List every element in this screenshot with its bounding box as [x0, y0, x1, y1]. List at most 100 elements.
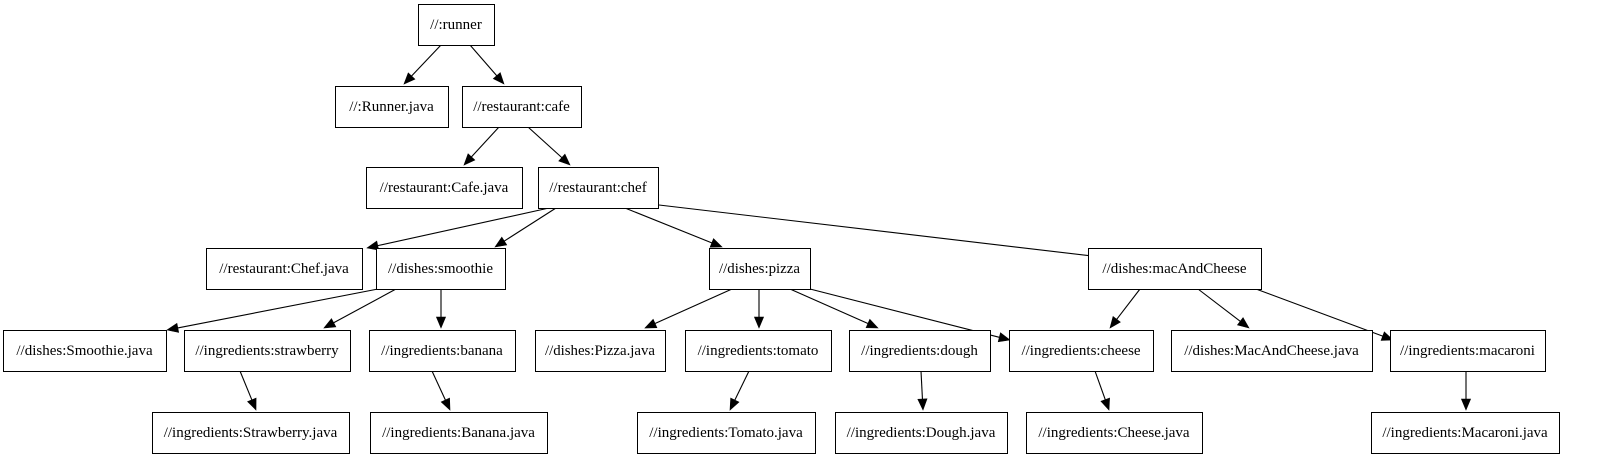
- node-box[interactable]: [418, 4, 495, 46]
- node-box[interactable]: [685, 330, 832, 372]
- node-label: //dishes:MacAndCheese.java: [1184, 343, 1359, 359]
- graph-node-macaroni_java[interactable]: //ingredients:Macaroni.java: [1371, 412, 1560, 454]
- node-box[interactable]: [369, 330, 516, 372]
- graph-edge: [239, 370, 257, 411]
- graph-edge: [435, 289, 447, 329]
- graph-node-smoothie_java[interactable]: //dishes:Smoothie.java: [3, 330, 167, 372]
- graph-node-ing_tomato[interactable]: //ingredients:tomato: [685, 330, 832, 372]
- node-label: //ingredients:Strawberry.java: [164, 425, 338, 441]
- arrowhead-icon: [917, 398, 928, 411]
- arrowhead-icon: [463, 153, 476, 166]
- node-label: //ingredients:banana: [381, 343, 503, 359]
- node-box[interactable]: [206, 248, 363, 290]
- node-box[interactable]: [335, 86, 449, 128]
- node-box[interactable]: [370, 412, 548, 454]
- node-box[interactable]: [535, 330, 666, 372]
- node-box[interactable]: [366, 167, 523, 209]
- graph-node-ing_macaroni[interactable]: //ingredients:macaroni: [1390, 330, 1546, 372]
- node-label: //restaurant:chef: [549, 180, 646, 196]
- edge-line: [789, 288, 869, 325]
- graph-node-chef_java[interactable]: //restaurant:Chef.java: [206, 248, 363, 290]
- edge-line: [654, 288, 733, 325]
- edge-line: [1255, 288, 1383, 337]
- node-label: //ingredients:Dough.java: [847, 425, 996, 441]
- graph-node-cheese_java[interactable]: //ingredients:Cheese.java: [1026, 412, 1203, 454]
- arrowhead-icon: [1236, 317, 1250, 329]
- graph-node-runner[interactable]: //:runner: [418, 4, 495, 46]
- graph-edge: [403, 44, 442, 85]
- node-box[interactable]: [637, 412, 816, 454]
- graph-node-ing_strawberry[interactable]: //ingredients:strawberry: [184, 330, 351, 372]
- edge-line: [920, 370, 923, 400]
- edge-line: [809, 288, 1000, 338]
- node-box[interactable]: [462, 86, 582, 128]
- node-label: //:Runner.java: [349, 99, 434, 115]
- node-label: //ingredients:Cheese.java: [1038, 425, 1190, 441]
- arrowhead-icon: [729, 397, 740, 411]
- nodes-layer: //:runner //:Runner.java //restaurant:cafe…: [3, 4, 1560, 454]
- edge-line: [431, 370, 446, 401]
- edge-line: [527, 126, 563, 159]
- node-box[interactable]: [1088, 248, 1262, 290]
- node-box[interactable]: [152, 412, 350, 454]
- graph-edge: [1460, 371, 1472, 411]
- edge-line: [1116, 288, 1141, 320]
- graph-edge: [753, 289, 765, 329]
- arrowhead-icon: [403, 72, 416, 85]
- node-label: //restaurant:Cafe.java: [380, 180, 509, 196]
- edge-line: [411, 44, 442, 77]
- graph-node-dishes_macandchee[interactable]: //dishes:macAndCheese: [1088, 248, 1262, 290]
- graph-edge: [527, 126, 571, 166]
- node-box[interactable]: [709, 248, 811, 290]
- graph-node-pizza_java[interactable]: //dishes:Pizza.java: [535, 330, 666, 372]
- node-box[interactable]: [184, 330, 351, 372]
- graph-node-cafe_java[interactable]: //restaurant:Cafe.java: [366, 167, 523, 209]
- node-label: //ingredients:Macaroni.java: [1382, 425, 1548, 441]
- arrowhead-icon: [323, 318, 337, 329]
- node-label: //dishes:macAndCheese: [1102, 261, 1246, 277]
- graph-node-strawberry_java[interactable]: //ingredients:Strawberry.java: [152, 412, 350, 454]
- arrowhead-icon: [558, 153, 571, 166]
- edge-line: [469, 44, 498, 77]
- graph-node-banana_java[interactable]: //ingredients:Banana.java: [370, 412, 548, 454]
- graph-node-ing_cheese[interactable]: //ingredients:cheese: [1009, 330, 1154, 372]
- graph-node-dishes_smoothie[interactable]: //dishes:smoothie: [376, 248, 506, 290]
- node-box[interactable]: [849, 330, 991, 372]
- node-label: //restaurant:cafe: [473, 99, 570, 115]
- edge-line: [177, 288, 379, 329]
- node-box[interactable]: [538, 167, 659, 209]
- graph-node-dishes_pizza[interactable]: //dishes:pizza: [709, 248, 811, 290]
- graph-edge: [469, 44, 505, 85]
- graph-node-ing_dough[interactable]: //ingredients:dough: [849, 330, 991, 372]
- graph-node-dough_java[interactable]: //ingredients:Dough.java: [835, 412, 1008, 454]
- graph-node-tomato_java[interactable]: //ingredients:Tomato.java: [637, 412, 816, 454]
- node-box[interactable]: [376, 248, 506, 290]
- node-box[interactable]: [3, 330, 167, 372]
- graph-node-restaurant_cafe[interactable]: //restaurant:cafe: [462, 86, 582, 128]
- graph-edge: [323, 288, 397, 329]
- graph-edge: [494, 207, 557, 248]
- graph-node-restaurant_chef[interactable]: //restaurant:chef: [538, 167, 659, 209]
- graph-node-macandcheese_java[interactable]: //dishes:MacAndCheese.java: [1171, 330, 1373, 372]
- node-box[interactable]: [1371, 412, 1560, 454]
- node-box[interactable]: [1171, 330, 1373, 372]
- node-box[interactable]: [835, 412, 1008, 454]
- node-label: //ingredients:strawberry: [195, 343, 339, 359]
- node-box[interactable]: [1026, 412, 1203, 454]
- node-label: //dishes:smoothie: [388, 261, 493, 277]
- graph-edge: [1109, 288, 1141, 329]
- node-box[interactable]: [1390, 330, 1546, 372]
- arrowhead-icon: [644, 318, 658, 329]
- node-box[interactable]: [1009, 330, 1154, 372]
- graph-edge: [463, 126, 500, 166]
- arrowhead-icon: [1109, 315, 1121, 329]
- node-label: //dishes:Smoothie.java: [16, 343, 153, 359]
- node-label: //ingredients:Tomato.java: [649, 425, 803, 441]
- graph-edge: [729, 370, 750, 411]
- graph-node-runner_java[interactable]: //:Runner.java: [335, 86, 449, 128]
- edge-line: [624, 207, 712, 244]
- graph-node-ing_banana[interactable]: //ingredients:banana: [369, 330, 516, 372]
- arrowhead-icon: [865, 318, 879, 329]
- graph-edge: [789, 288, 879, 329]
